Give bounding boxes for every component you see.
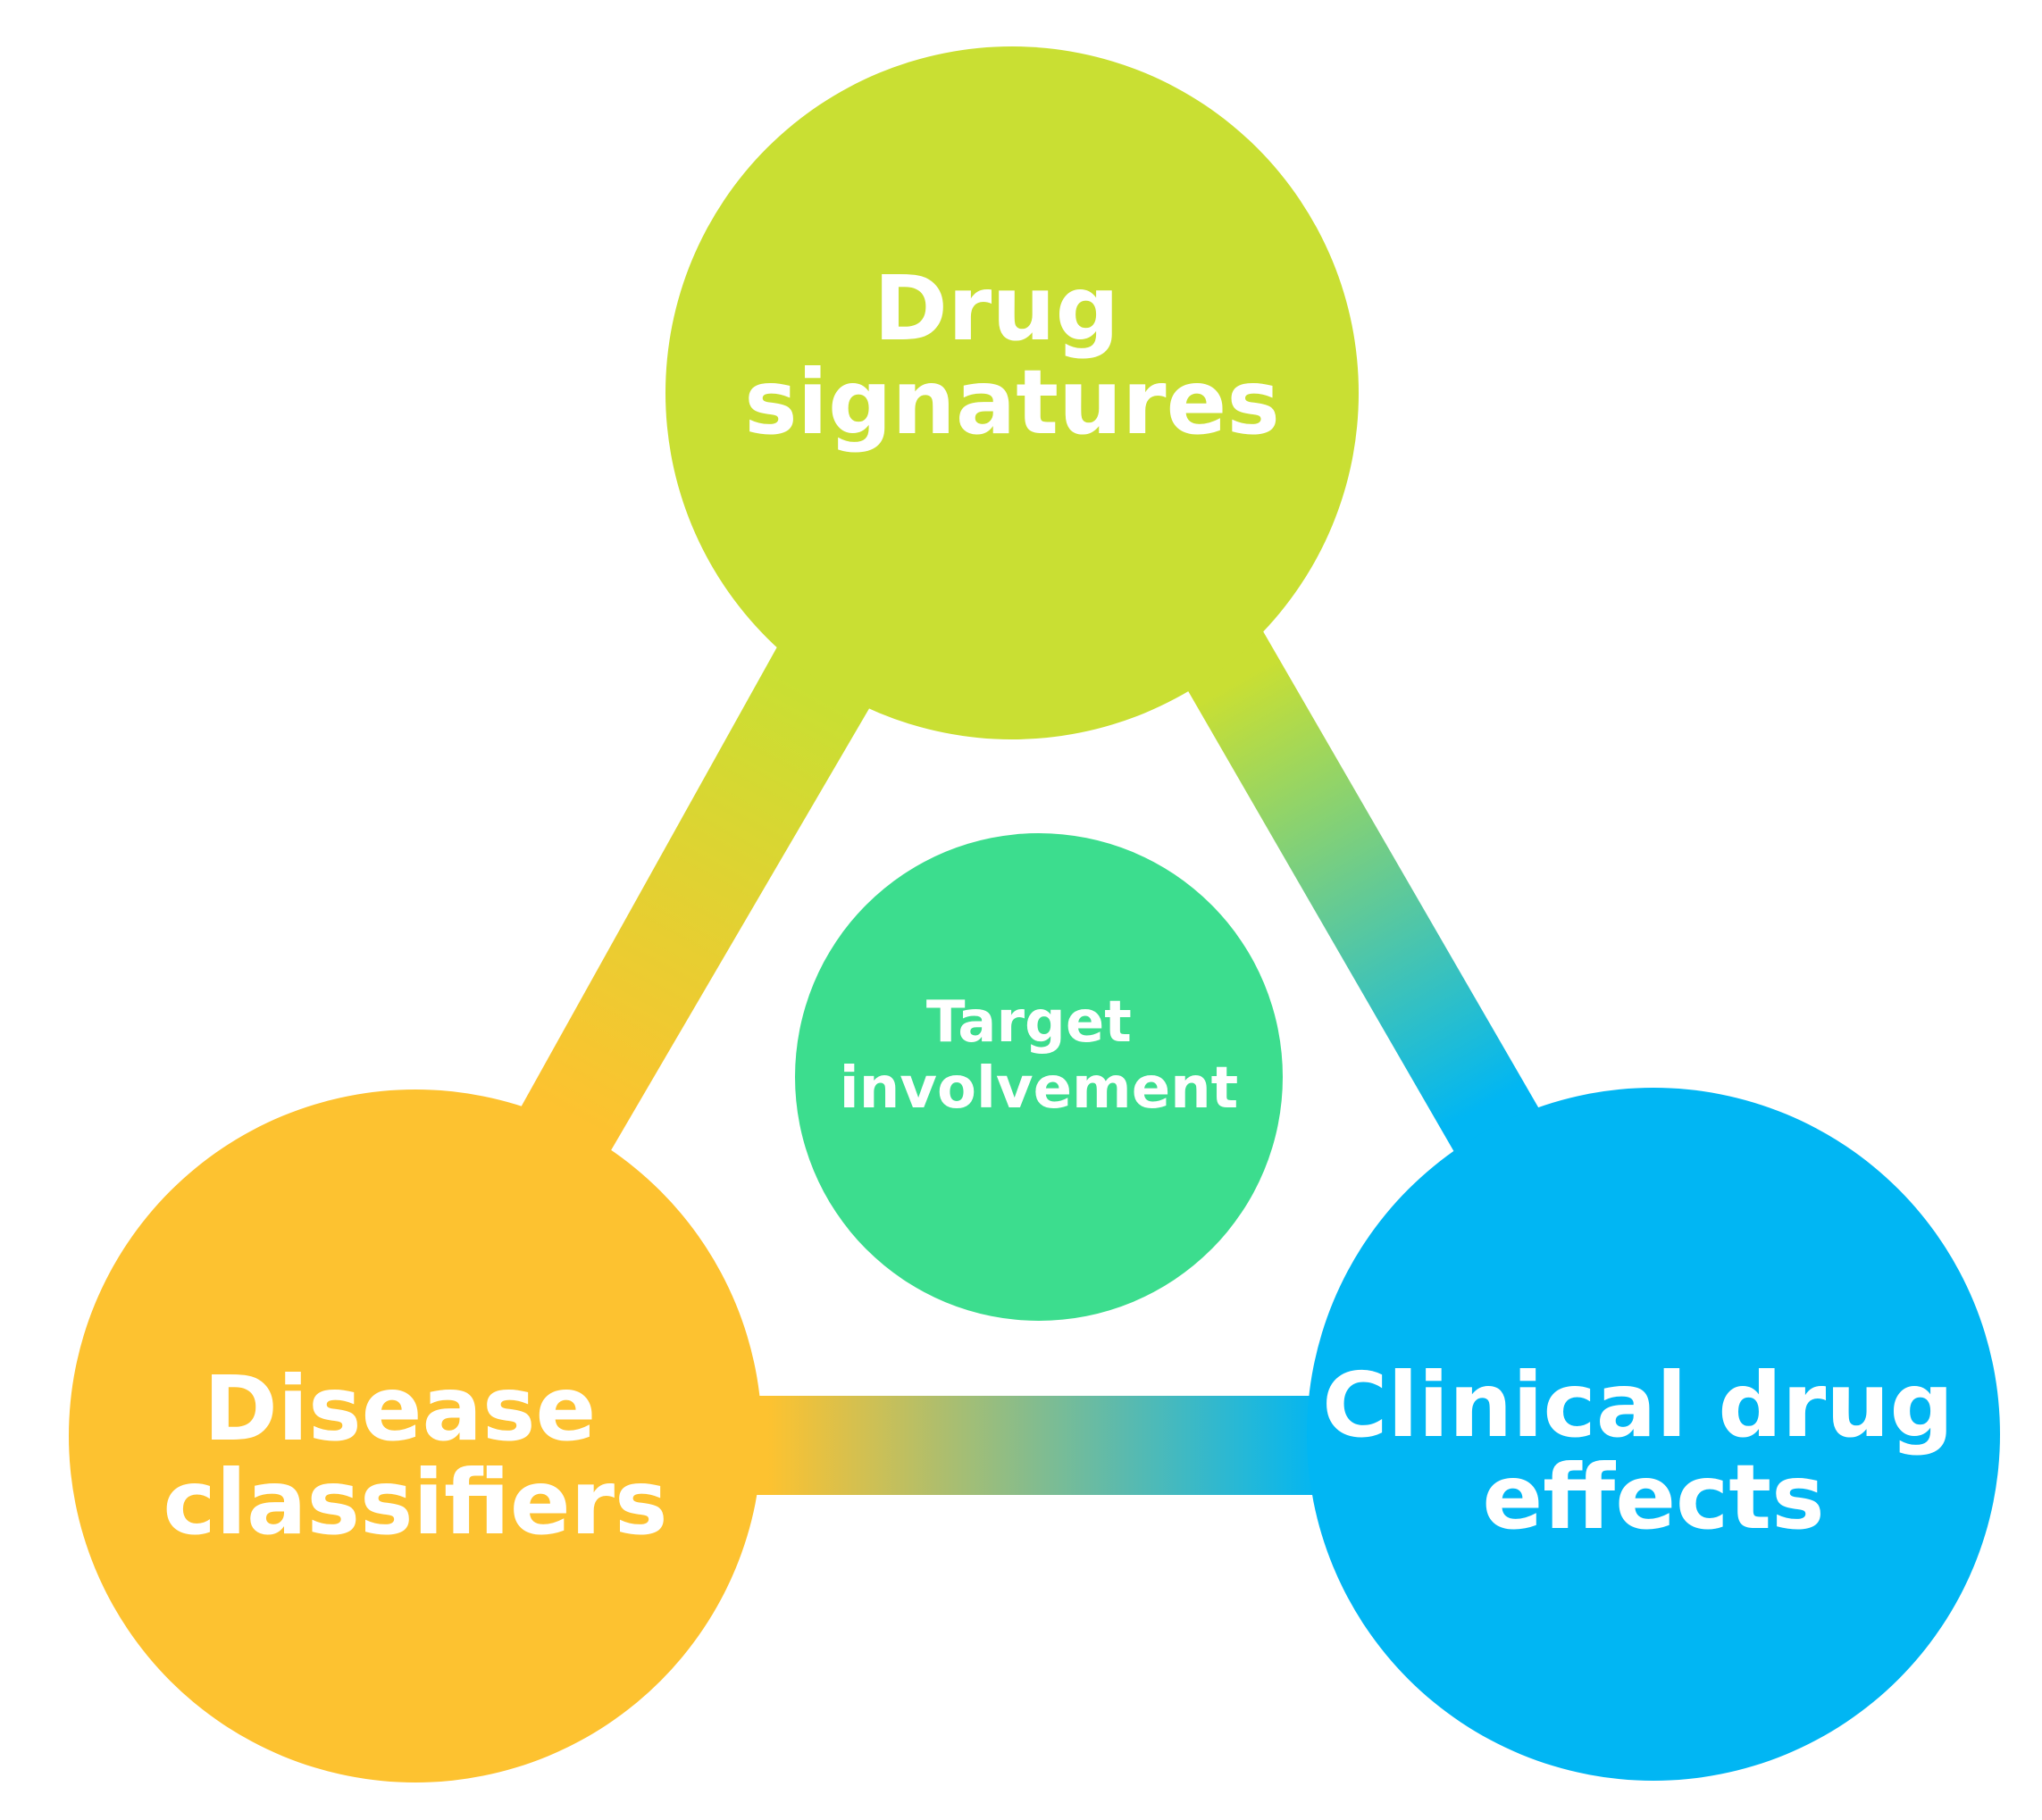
drug-signatures-label-line2: signatures bbox=[744, 350, 1280, 455]
target-involvement-circle bbox=[795, 833, 1283, 1321]
target-involvement-label: Target involvement bbox=[840, 989, 1239, 1122]
edge-drug-to-clinical bbox=[1184, 625, 1541, 1152]
clinical-drug-effects-label-line2: effects bbox=[1482, 1445, 1824, 1549]
disease-classifiers-label-line1: Disease bbox=[204, 1357, 596, 1461]
drug-signatures-circle bbox=[665, 46, 1359, 739]
disease-classifiers-label-line2: classifiers bbox=[163, 1450, 667, 1555]
target-involvement-label-line1: Target bbox=[926, 989, 1132, 1056]
edge-drug-to-disease bbox=[521, 634, 871, 1156]
drug-signatures-label: Drug signatures bbox=[744, 256, 1280, 455]
disease-classifiers-circle bbox=[69, 1089, 762, 1782]
drug-signatures-label-line1: Drug bbox=[874, 256, 1119, 361]
disease-classifiers-label: Disease classifiers bbox=[163, 1357, 667, 1555]
clinical-drug-effects-circle bbox=[1307, 1088, 2000, 1781]
target-involvement-label-line2: involvement bbox=[840, 1056, 1239, 1122]
edge-disease-to-clinical bbox=[746, 1396, 1322, 1495]
clinical-drug-effects-label: Clinical drug effects bbox=[1322, 1353, 1985, 1549]
clinical-drug-effects-label-line1: Clinical drug bbox=[1322, 1353, 1954, 1457]
